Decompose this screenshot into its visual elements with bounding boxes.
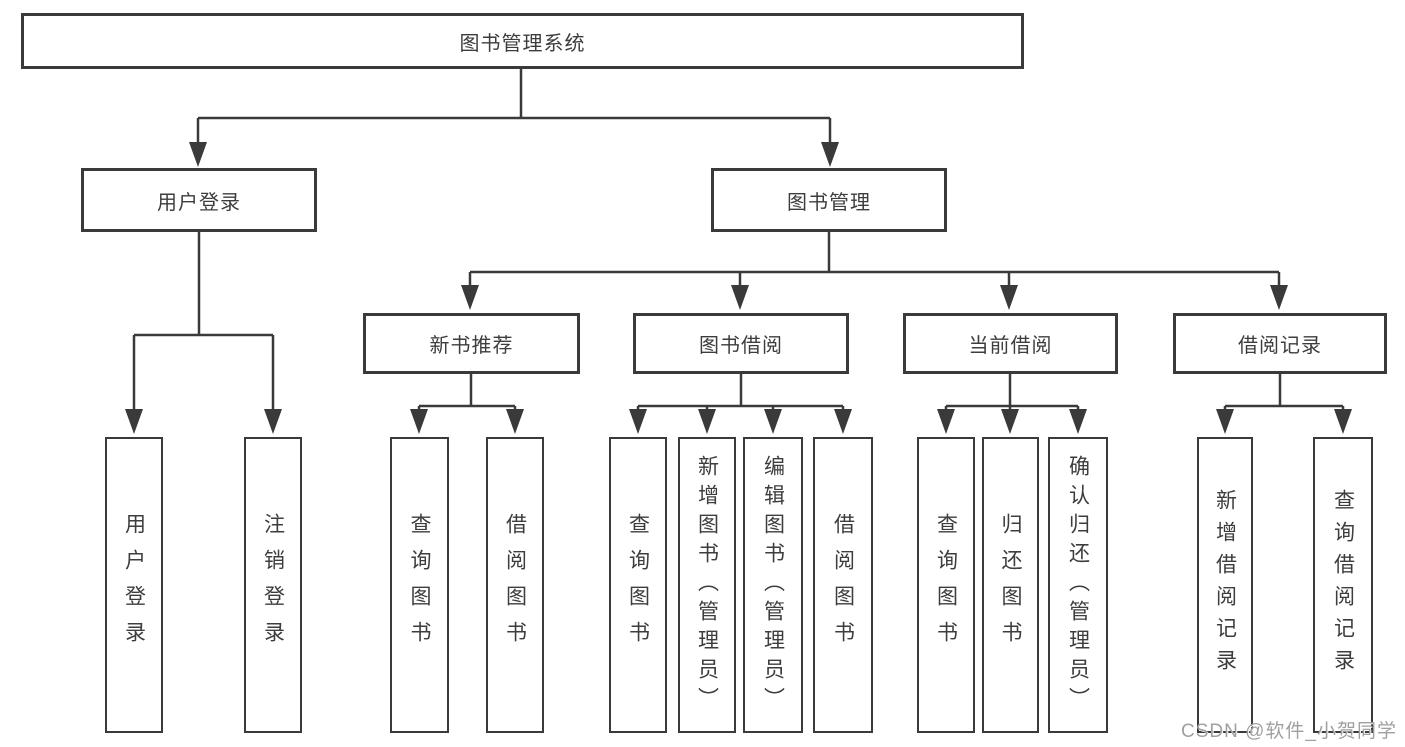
leaf-label: 查询图书 <box>626 513 650 657</box>
node-book-management: 图书管理 <box>711 168 947 232</box>
node-label: 借阅记录 <box>1238 335 1322 357</box>
node-book-borrow: 图书借阅 <box>633 313 849 374</box>
node-label: 当前借阅 <box>968 335 1053 357</box>
leaf-label: 注销登录 <box>261 513 285 657</box>
node-label: 新书推荐 <box>429 335 514 357</box>
leaf-confirm-return-admin: 确认归还（管理员） <box>1048 437 1108 733</box>
leaf-query-book-borrow: 查询图书 <box>609 437 667 733</box>
node-new-book-recommend: 新书推荐 <box>363 313 580 374</box>
leaf-label: 查询借阅记录 <box>1331 489 1355 681</box>
leaf-label: 借阅图书 <box>503 513 527 657</box>
node-library-system: 图书管理系统 <box>21 13 1024 69</box>
node-borrow-record: 借阅记录 <box>1173 313 1387 374</box>
leaf-label: 新增图书（管理员） <box>695 454 719 716</box>
leaf-label: 查询图书 <box>408 513 431 657</box>
watermark: CSDN @软件_小贺同学 <box>1181 721 1397 742</box>
arrowhead-icons <box>125 142 1352 434</box>
leaf-query-borrow-record: 查询借阅记录 <box>1313 437 1373 733</box>
leaf-add-book-admin: 新增图书（管理员） <box>678 437 736 733</box>
leaf-query-book-current: 查询图书 <box>917 437 975 733</box>
node-label: 图书管理系统 <box>459 32 586 55</box>
leaf-label: 确认归还（管理员） <box>1066 454 1090 716</box>
node-user-login: 用户登录 <box>81 168 317 232</box>
node-label: 图书借阅 <box>699 335 783 357</box>
leaf-label: 查询图书 <box>934 513 958 657</box>
node-current-borrow: 当前借阅 <box>903 313 1118 374</box>
node-label: 用户登录 <box>157 191 241 214</box>
leaf-add-borrow-record: 新增借阅记录 <box>1197 437 1253 733</box>
leaf-query-book-recommend: 查询图书 <box>390 437 449 733</box>
leaf-borrow-book-recommend: 借阅图书 <box>486 437 544 733</box>
leaf-label: 归还图书 <box>999 513 1022 657</box>
leaf-logout: 注销登录 <box>244 437 302 733</box>
leaf-label: 新增借阅记录 <box>1213 489 1237 681</box>
leaf-label: 编辑图书（管理员） <box>761 454 785 716</box>
leaf-borrow-book: 借阅图书 <box>813 437 873 733</box>
leaf-user-login: 用户登录 <box>105 437 163 733</box>
leaf-edit-book-admin: 编辑图书（管理员） <box>743 437 803 733</box>
leaf-return-book: 归还图书 <box>982 437 1039 733</box>
node-label: 图书管理 <box>787 191 871 214</box>
leaf-label: 用户登录 <box>122 513 146 657</box>
leaf-label: 借阅图书 <box>831 513 855 657</box>
